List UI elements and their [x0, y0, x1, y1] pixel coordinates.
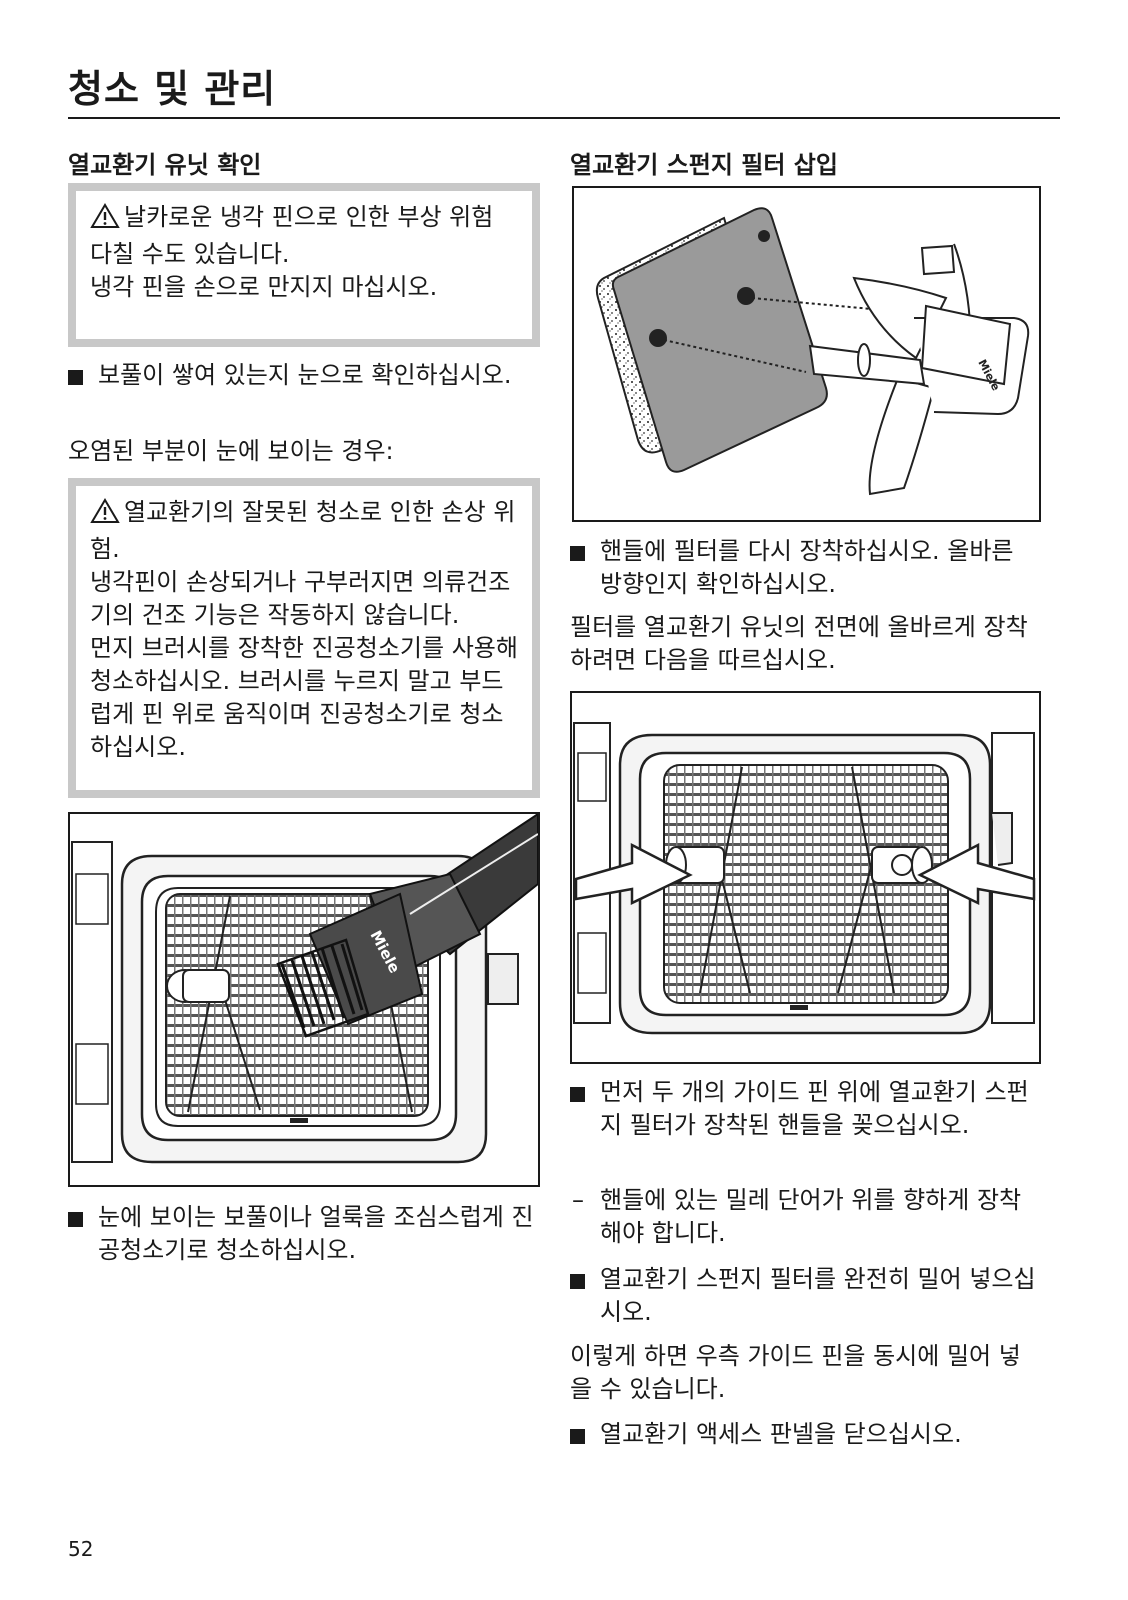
warning-line: 냉각핀이 손상되거나 구부러지면 의류건조기의 건조 기능은 작동하지 않습니다… [90, 568, 511, 629]
warning-title: 날카로운 냉각 핀으로 인한 부상 위험 [124, 203, 494, 231]
warning-title: 열교환기의 잘못된 청소로 인한 손상 위험. [90, 498, 516, 563]
instruction-bullet: 보풀이 쌓여 있는지 눈으로 확인하십시오. [68, 359, 538, 392]
instruction-bullet: 눈에 보이는 보풀이나 얼룩을 조심스럽게 진공청소기로 청소하십시오. [68, 1201, 538, 1267]
instruction-bullet: 열교환기 스펀지 필터를 완전히 밀어 넣으십시오. [570, 1263, 1040, 1329]
warning-box-injury: 날카로운 냉각 핀으로 인한 부상 위험 다칠 수도 있습니다. 냉각 핀을 손… [68, 183, 540, 347]
dash-marker: – [572, 1186, 584, 1214]
instruction-bullet: 먼저 두 개의 가이드 핀 위에 열교환기 스펀지 필터가 장착된 핸들을 꽂으… [570, 1076, 1040, 1142]
title-divider [68, 117, 1060, 119]
page-title: 청소 및 관리 [68, 67, 277, 111]
instruction-sub-item: –핸들에 있는 밀레 단어가 위를 향하게 장착해야 합니다. [570, 1184, 1040, 1250]
illustration-sponge-filter-handle: Miele [572, 186, 1041, 522]
instruction-bullet: 핸들에 필터를 다시 장착하십시오. 올바른 방향인지 확인하십시오. [570, 535, 1040, 601]
info-text: 이렇게 하면 우측 가이드 핀을 동시에 밀어 넣을 수 있습니다. [570, 1342, 1021, 1403]
warning-box-damage: 열교환기의 잘못된 청소로 인한 손상 위험. 냉각핀이 손상되거나 구부러지면… [68, 478, 540, 798]
illustration-vacuum-cleaning: Miele [68, 812, 540, 1187]
warning-line: 먼지 브러시를 장착한 진공청소기를 사용해 청소하십시오. 브러시를 누르지 … [90, 634, 518, 761]
illustration-filter-insertion [570, 691, 1041, 1064]
warning-line: 냉각 핀을 손으로 만지지 마십시오. [90, 273, 438, 301]
right-section-heading: 열교환기 스펀지 필터 삽입 [570, 151, 838, 179]
sub-item-text: 핸들에 있는 밀레 단어가 위를 향하게 장착해야 합니다. [600, 1186, 1022, 1247]
instruction-bullet: 열교환기 액세스 판넬을 닫으십시오. [570, 1418, 1040, 1451]
left-section-heading: 열교환기 유닛 확인 [68, 151, 262, 179]
info-text: 필터를 열교환기 유닛의 전면에 올바르게 장착하려면 다음을 따르십시오. [570, 613, 1028, 674]
page-number: 52 [68, 1537, 94, 1561]
warning-triangle-icon [90, 498, 120, 533]
condition-text: 오염된 부분이 눈에 보이는 경우: [68, 437, 394, 465]
warning-triangle-icon [90, 203, 120, 238]
warning-line: 다칠 수도 있습니다. [90, 240, 290, 268]
